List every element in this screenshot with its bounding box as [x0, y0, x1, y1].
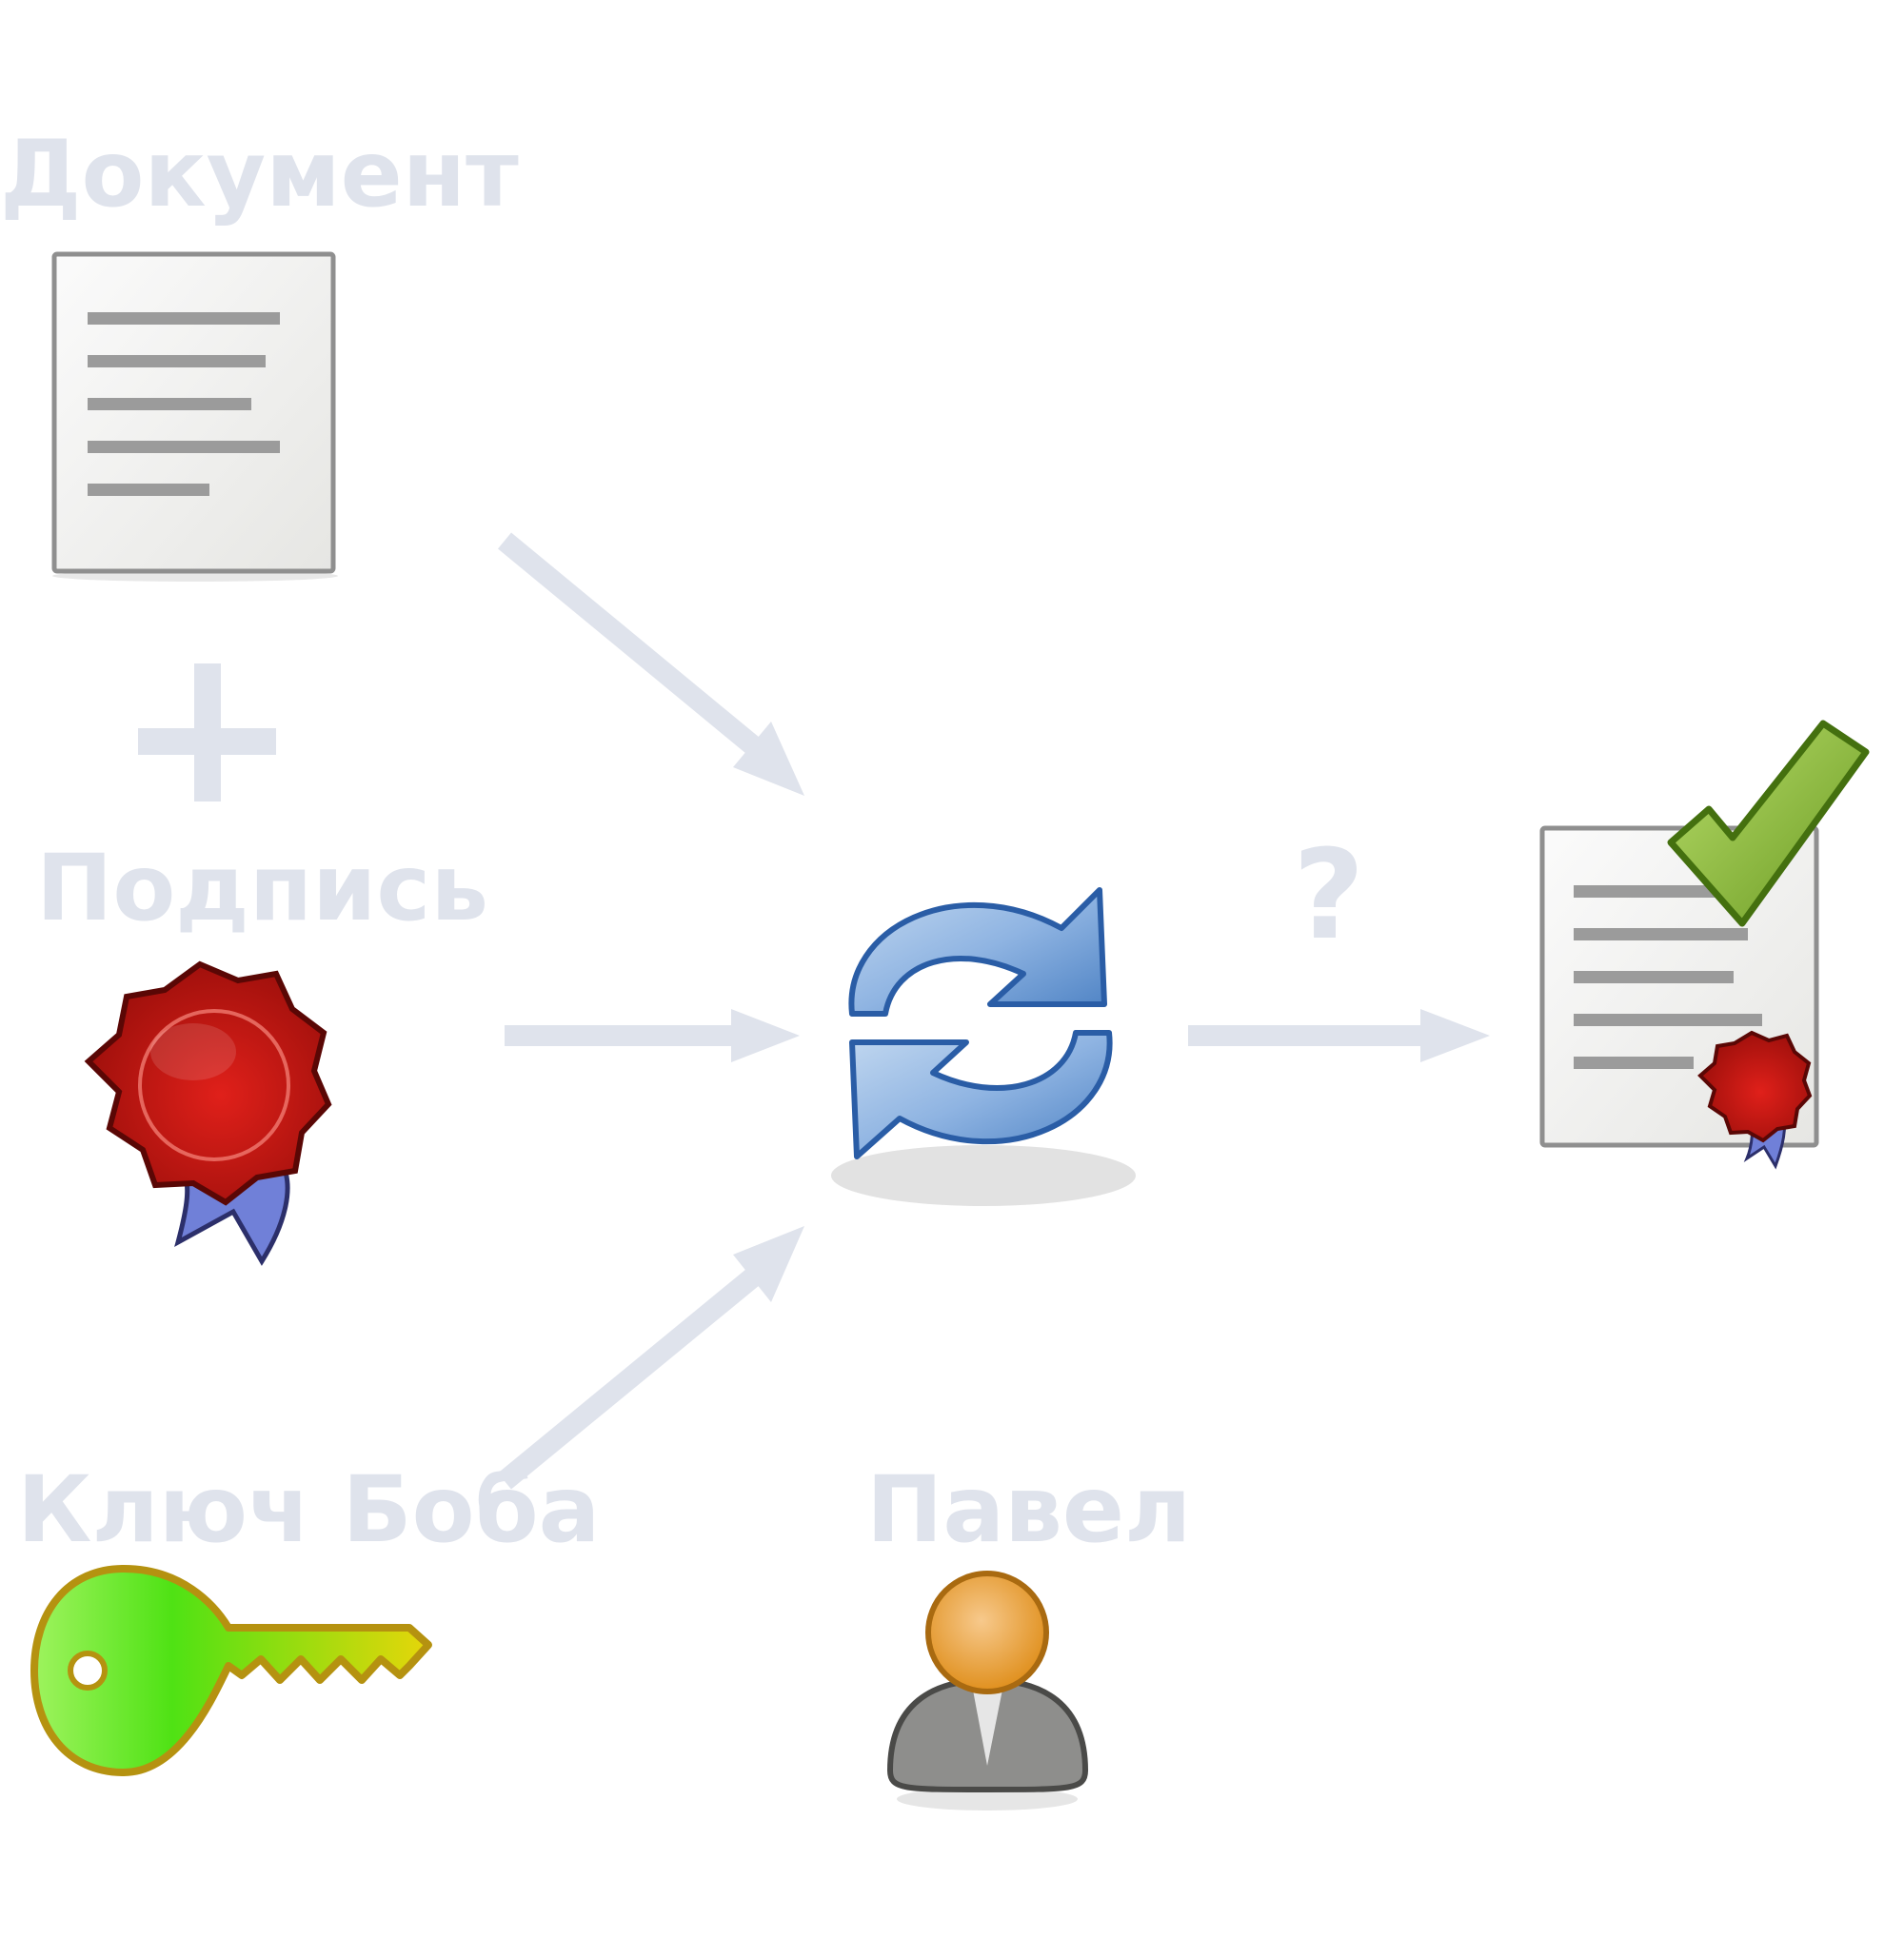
key-label: Ключ Боба: [17, 1456, 601, 1563]
person-label: Павел: [866, 1456, 1192, 1563]
signed-document-check-icon: [1539, 720, 1870, 1170]
arrow-key-to-process: [498, 1257, 773, 1490]
document-label: Документ: [0, 121, 519, 228]
wax-seal-icon: [84, 960, 332, 1266]
arrow-document-to-process: [497, 532, 774, 765]
signature-label: Подпись: [36, 835, 489, 941]
user-icon: [886, 1571, 1089, 1810]
key-icon: [30, 1565, 432, 1776]
document-icon: [51, 251, 338, 582]
refresh-icon: [831, 887, 1136, 1206]
question-mark: ?: [1293, 822, 1365, 967]
